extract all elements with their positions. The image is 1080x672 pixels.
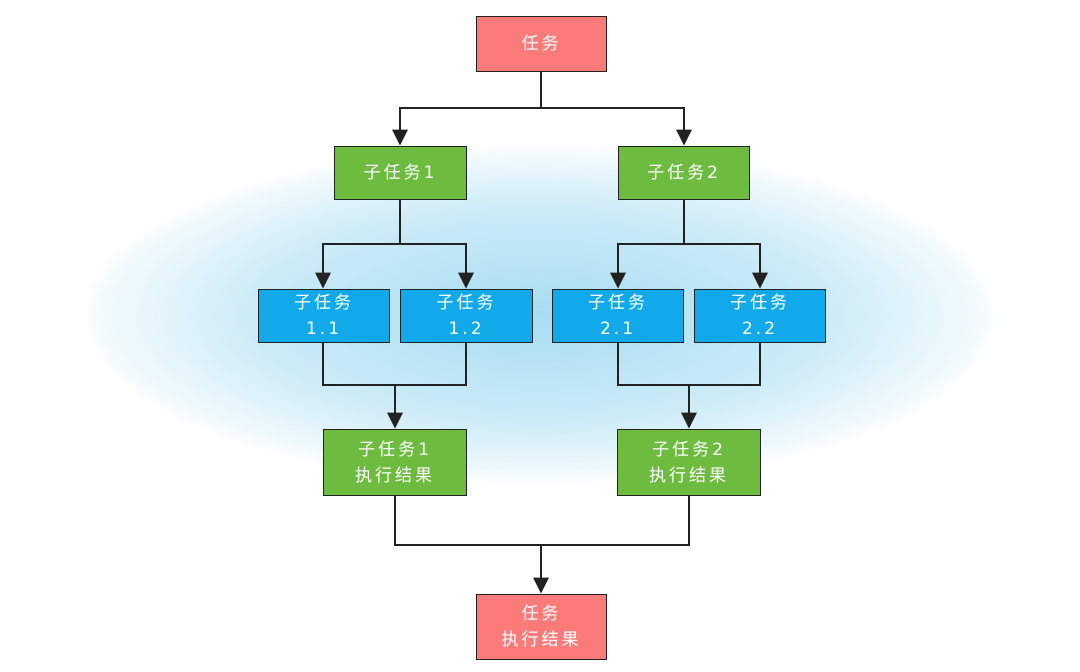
edge-sub1-leaf11 (315, 200, 401, 289)
node-subtask-2-1: 子任务 2.1 (552, 289, 684, 343)
edge-leaf12-res1 (387, 343, 467, 429)
edge-root-sub1 (392, 72, 542, 146)
edge-sub1-leaf12 (400, 243, 474, 289)
node-subtask-1-2: 子任务 1.2 (400, 289, 533, 343)
edge-root-sub2 (541, 107, 692, 146)
node-subtask-1-result: 子任务1 执行结果 (323, 429, 467, 496)
node-subtask-2-2-line1: 子任务 (730, 293, 790, 313)
node-subtask-1-2-line1: 子任务 (436, 293, 497, 313)
node-subtask-1-result-line1: 子任务1 (358, 439, 432, 460)
node-subtask-2: 子任务2 (618, 146, 750, 200)
node-root-task: 任务 (476, 16, 607, 72)
node-subtask-2-1-line1: 子任务 (588, 293, 648, 313)
node-root-task-label: 任务 (521, 34, 562, 54)
edge-res2-final (533, 496, 690, 594)
edge-sub2-leaf21 (610, 200, 685, 289)
edge-res1-final (394, 496, 541, 546)
edge-sub2-leaf22 (684, 243, 768, 289)
node-subtask-2-result: 子任务2 执行结果 (617, 429, 761, 496)
node-task-result: 任务 执行结果 (476, 594, 607, 660)
node-subtask-2-2: 子任务 2.2 (694, 289, 826, 343)
node-subtask-2-1-line2: 2.1 (599, 319, 637, 339)
node-subtask-2-2-line2: 2.2 (741, 319, 779, 339)
edge-leaf11-res1 (322, 343, 395, 386)
edge-leaf21-res2 (617, 343, 689, 386)
node-subtask-2-result-line1: 子任务2 (652, 439, 726, 460)
edge-leaf22-res2 (681, 343, 761, 429)
node-task-result-line2: 执行结果 (501, 630, 582, 650)
node-subtask-1-1: 子任务 1.1 (258, 289, 390, 343)
node-subtask-2-result-line2: 执行结果 (649, 465, 729, 486)
node-task-result-line1: 任务 (521, 604, 562, 624)
node-subtask-1-result-line2: 执行结果 (355, 465, 435, 486)
node-subtask-1-2-line2: 1.2 (448, 319, 485, 339)
node-subtask-1: 子任务1 (334, 146, 467, 200)
node-subtask-1-1-line2: 1.1 (305, 319, 343, 339)
node-subtask-1-label: 子任务1 (363, 163, 438, 183)
node-subtask-2-label: 子任务2 (647, 163, 721, 183)
background-glow (90, 150, 990, 480)
node-subtask-1-1-line1: 子任务 (294, 293, 354, 313)
